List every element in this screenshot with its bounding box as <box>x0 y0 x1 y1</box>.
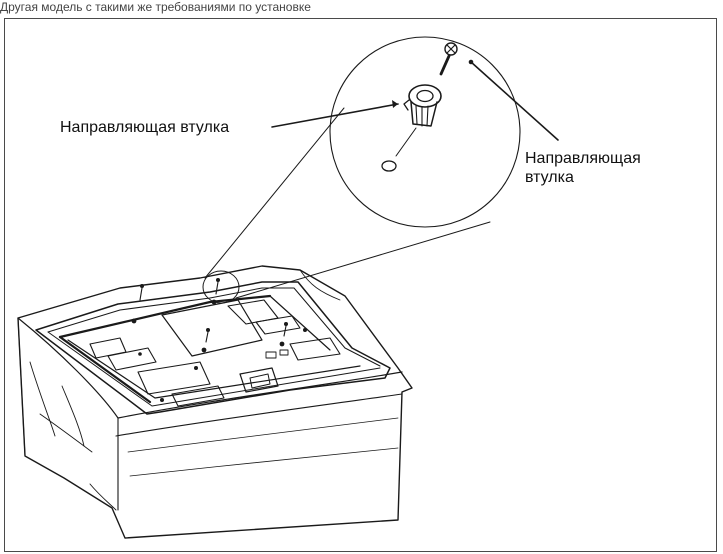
cushion <box>17 265 413 539</box>
figure-frame <box>4 18 717 552</box>
page-caption: Другая модель с такими же требованиями п… <box>0 0 311 14</box>
left-leader <box>271 100 399 128</box>
callout-right-line2: втулка <box>525 169 574 186</box>
tv-back-panel <box>35 278 391 415</box>
magnified-detail <box>329 36 559 228</box>
callout-right-line1: Направляющая <box>525 150 641 167</box>
callout-guide-bushing-left: Направляющая втулка <box>60 119 230 136</box>
callout-guide-bushing-right: Направляющая втулка <box>525 149 641 187</box>
guide-bushing-part <box>403 84 442 127</box>
magnifier-projection <box>202 107 491 304</box>
